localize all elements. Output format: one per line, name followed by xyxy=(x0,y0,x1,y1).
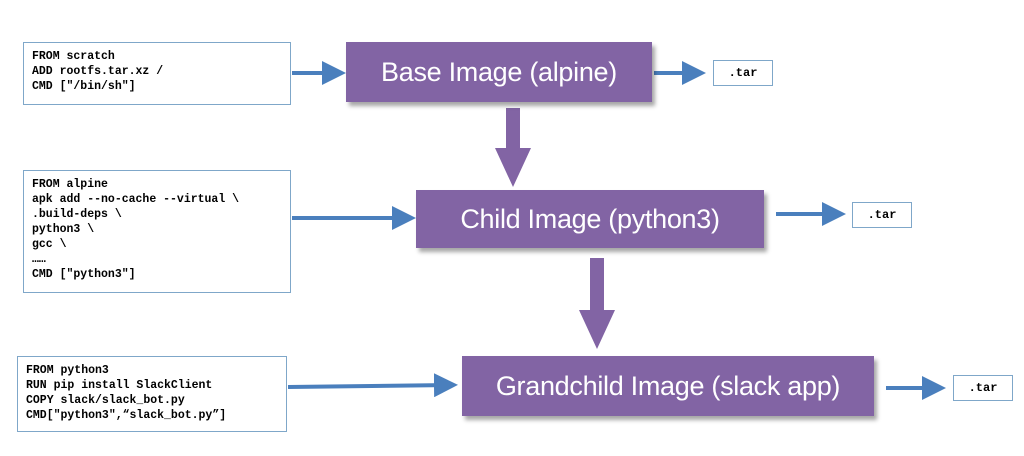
grandchild-image-label: Grandchild Image (slack app) xyxy=(495,370,841,401)
code-line: CMD["python3",“slack_bot.py”] xyxy=(26,409,227,422)
code-line: FROM scratch xyxy=(32,50,115,63)
code-line: apk add --no-cache --virtual \ xyxy=(32,193,240,206)
code-line: python3 \ xyxy=(32,223,95,236)
grandchild-image-tar: .tar xyxy=(953,375,1013,401)
tar-label: .tar xyxy=(968,381,998,395)
code-line: CMD ["python3"] xyxy=(32,268,136,281)
code-line: CMD ["/bin/sh"] xyxy=(32,80,136,93)
code-line: COPY slack/slack_bot.py xyxy=(26,394,185,407)
code-line: …… xyxy=(32,253,46,266)
grandchild-image-box: Grandchild Image (slack app) xyxy=(462,356,874,416)
child-image-box: Child Image (python3) xyxy=(416,190,764,248)
base-image-tar: .tar xyxy=(713,60,773,86)
arrow-code-to-grandchild-image xyxy=(287,373,458,398)
dockerfile-child-code: FROM alpine apk add --no-cache --virtual… xyxy=(23,170,291,293)
tar-label: .tar xyxy=(867,208,897,222)
code-line: FROM alpine xyxy=(32,178,108,191)
child-image-label: Child Image (python3) xyxy=(460,203,720,234)
tar-label: .tar xyxy=(728,66,758,80)
child-image-tar: .tar xyxy=(852,202,912,228)
code-line: RUN pip install SlackClient xyxy=(26,379,213,392)
code-line: gcc \ xyxy=(32,238,67,251)
code-line: ADD rootfs.tar.xz / xyxy=(32,65,164,78)
code-line: .build-deps \ xyxy=(32,208,122,221)
dockerfile-base-code: FROM scratch ADD rootfs.tar.xz / CMD ["/… xyxy=(23,42,291,105)
code-line: FROM python3 xyxy=(26,364,109,377)
arrow-child-to-grandchild xyxy=(579,258,615,349)
dockerfile-grandchild-code: FROM python3 RUN pip install SlackClient… xyxy=(17,356,287,432)
base-image-box: Base Image (alpine) xyxy=(346,42,652,102)
arrow-base-to-child xyxy=(495,108,531,187)
base-image-label: Base Image (alpine) xyxy=(381,56,617,87)
